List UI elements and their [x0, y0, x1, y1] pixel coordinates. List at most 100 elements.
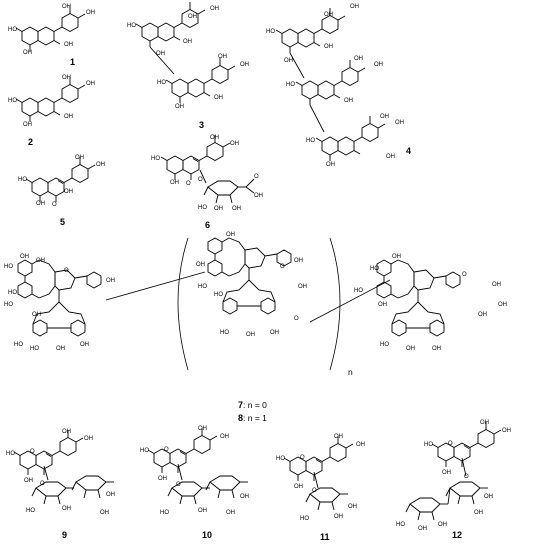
- svg-text:OH: OH: [106, 492, 115, 498]
- svg-text:OH: OH: [226, 510, 235, 516]
- svg-text:OH: OH: [240, 62, 249, 68]
- svg-text:HO: HO: [127, 23, 136, 29]
- compound-label-4: 4: [406, 146, 411, 156]
- svg-text:OH: OH: [232, 206, 241, 212]
- svg-text:OH: OH: [64, 189, 73, 195]
- svg-text:OH: OH: [175, 104, 184, 110]
- svg-text:OH: OH: [36, 201, 45, 207]
- svg-text:OH: OH: [356, 442, 365, 448]
- svg-text:OH: OH: [62, 75, 71, 81]
- structure-11: HO OH O OH OH O HO OH OH: [276, 434, 365, 522]
- svg-text:OH: OH: [484, 494, 493, 500]
- svg-text:OH: OH: [198, 508, 207, 514]
- svg-text:OH: OH: [226, 232, 235, 238]
- svg-text:OH: OH: [188, 14, 197, 20]
- ellagitannin-unit-left: OH HO OH HO HO OH O OH OH HO HO OH: [4, 254, 115, 352]
- svg-text:OH: OH: [344, 98, 353, 104]
- svg-text:O: O: [186, 181, 191, 187]
- svg-text:OH: OH: [474, 510, 483, 516]
- svg-text:OH: OH: [210, 6, 219, 12]
- structure-6: HO OH O O OH OH O OH HO OH OH: [151, 134, 263, 212]
- svg-text:OH: OH: [198, 426, 207, 432]
- svg-text:OH: OH: [386, 154, 395, 160]
- svg-text:HO: HO: [300, 516, 309, 522]
- compound-label-2: 2: [28, 137, 33, 147]
- ellagitannin-unit-center: OH OH HO HO O OH OH O HO OH OH: [196, 232, 307, 338]
- svg-text:OH: OH: [294, 484, 303, 490]
- svg-text:O: O: [312, 488, 317, 494]
- svg-text:OH: OH: [406, 346, 415, 352]
- svg-text:O: O: [30, 449, 35, 455]
- svg-text:O: O: [462, 272, 467, 278]
- svg-text:OH: OH: [502, 428, 511, 434]
- svg-text:HO: HO: [354, 288, 363, 294]
- structure-4: HO OH OH OH OH HO OH OH OH HO OH OH OH O…: [266, 4, 404, 168]
- svg-text:OH: OH: [270, 330, 279, 336]
- svg-text:HO: HO: [151, 156, 160, 162]
- svg-text:OH: OH: [254, 193, 263, 199]
- svg-text:OH: OH: [378, 302, 387, 308]
- svg-text:OH: OH: [240, 494, 249, 500]
- svg-text:OH: OH: [64, 114, 73, 120]
- svg-text:OH: OH: [214, 206, 223, 212]
- repeat-index-n: n: [348, 367, 353, 377]
- compound-label-1: 1: [70, 57, 75, 67]
- svg-text:HO: HO: [8, 98, 17, 104]
- svg-text:OH: OH: [334, 434, 343, 440]
- svg-text:OH: OH: [498, 302, 507, 308]
- compound-label-9: 9: [62, 530, 67, 540]
- svg-text:OH: OH: [298, 284, 307, 290]
- svg-text:HO: HO: [276, 456, 285, 462]
- svg-text:OH: OH: [106, 278, 115, 284]
- svg-text:HO: HO: [140, 448, 149, 454]
- svg-text:O: O: [176, 482, 181, 488]
- svg-text:OH: OH: [354, 56, 363, 62]
- svg-text:O: O: [40, 481, 45, 487]
- svg-text:HO: HO: [4, 264, 13, 270]
- svg-text:OH: OH: [96, 162, 105, 168]
- svg-text:OH: OH: [214, 95, 223, 101]
- svg-text:OH: OH: [438, 522, 447, 528]
- compound-label-11: 11: [320, 532, 330, 542]
- svg-text:OH: OH: [62, 506, 71, 512]
- label-compound-8: 8: n = 1: [238, 413, 267, 423]
- svg-text:OH: OH: [395, 120, 404, 126]
- repeat-bracket-right: [329, 237, 341, 371]
- structure-12: HO OH O OH OH O OH OH HO OH OH: [396, 420, 511, 532]
- svg-text:OH: OH: [56, 346, 65, 352]
- ellagitannin-unit-right: OH HO HO OH O OH OH OH HO OH OH: [354, 254, 507, 352]
- svg-text:O: O: [64, 268, 69, 274]
- svg-text:OH: OH: [380, 114, 389, 120]
- svg-text:OH: OH: [480, 420, 489, 426]
- svg-text:HO: HO: [266, 29, 275, 35]
- svg-text:OH: OH: [196, 262, 205, 268]
- svg-text:O: O: [254, 174, 259, 180]
- svg-text:HO: HO: [370, 266, 379, 272]
- svg-text:HO: HO: [220, 330, 229, 336]
- structure-5: HO OH O OH OH OH: [18, 155, 105, 208]
- svg-text:OH: OH: [334, 514, 343, 520]
- compound-label-10: 10: [202, 530, 212, 540]
- svg-text:OH: OH: [24, 478, 33, 484]
- compound-label-3: 3: [199, 120, 204, 130]
- svg-text:O: O: [294, 316, 299, 322]
- svg-text:OH: OH: [23, 50, 32, 56]
- svg-text:HO: HO: [198, 205, 207, 211]
- svg-text:OH: OH: [20, 254, 29, 260]
- svg-text:HO: HO: [380, 342, 389, 348]
- svg-text:HO: HO: [160, 510, 169, 516]
- svg-text:O: O: [464, 474, 469, 480]
- linkage-right: [309, 279, 391, 323]
- svg-text:OH: OH: [324, 12, 333, 18]
- svg-text:HO: HO: [214, 292, 223, 298]
- svg-text:OH: OH: [210, 135, 219, 141]
- svg-text:OH: OH: [158, 476, 167, 482]
- svg-text:OH: OH: [62, 429, 71, 435]
- structure-1: HO OH OH OH OH: [8, 4, 95, 56]
- svg-text:HO: HO: [26, 508, 35, 514]
- svg-text:OH: OH: [432, 346, 441, 352]
- svg-text:OH: OH: [418, 526, 427, 532]
- svg-text:HO: HO: [8, 290, 17, 296]
- svg-text:HO: HO: [14, 342, 23, 348]
